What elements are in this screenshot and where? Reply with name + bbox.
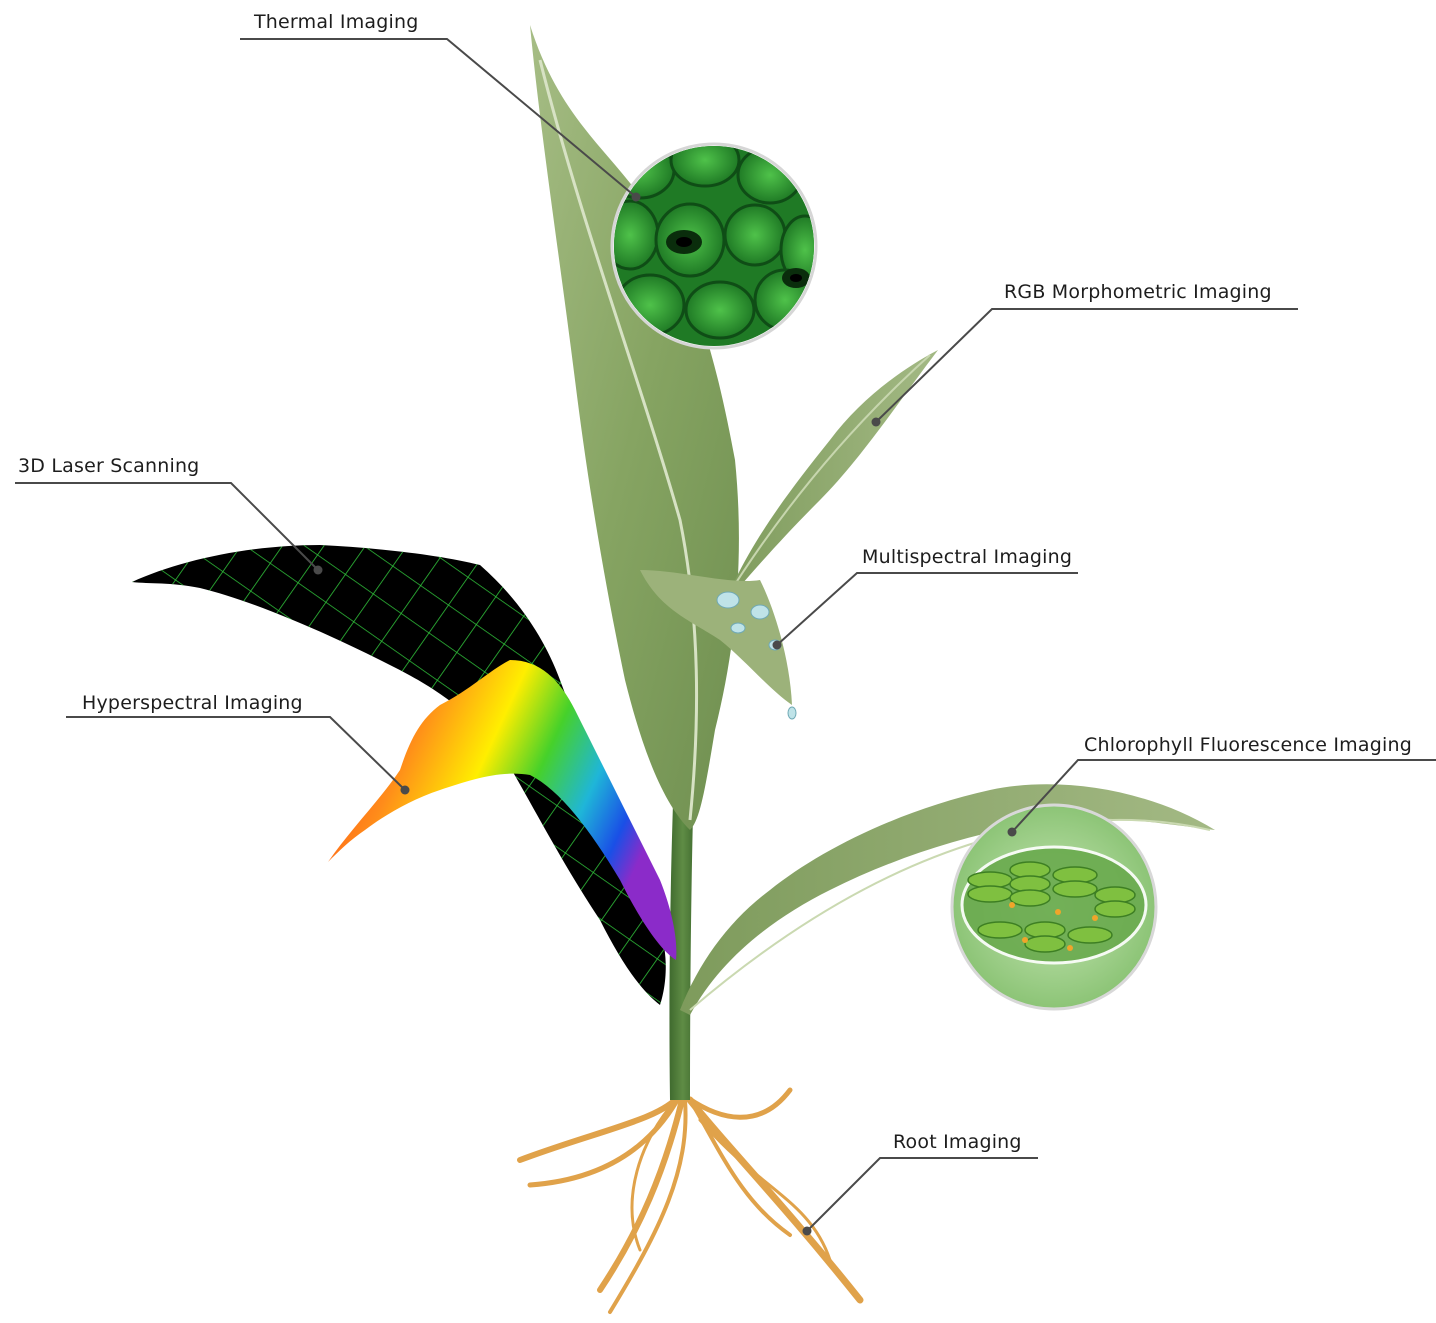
- label-3d-laser-scanning: 3D Laser Scanning: [18, 455, 199, 477]
- label-chlorophyll-fluorescence-imaging: Chlorophyll Fluorescence Imaging: [1084, 734, 1412, 756]
- label-multispectral-imaging: Multispectral Imaging: [862, 546, 1072, 568]
- label-hyperspectral-imaging: Hyperspectral Imaging: [82, 692, 303, 714]
- roots: [520, 1090, 860, 1312]
- label-rgb-morphometric-imaging: RGB Morphometric Imaging: [1004, 281, 1272, 303]
- label-root-imaging: Root Imaging: [893, 1131, 1022, 1153]
- chloroplast-inset: [952, 805, 1156, 1009]
- label-thermal-imaging: Thermal Imaging: [254, 11, 418, 33]
- rgb-leaf: [720, 350, 938, 610]
